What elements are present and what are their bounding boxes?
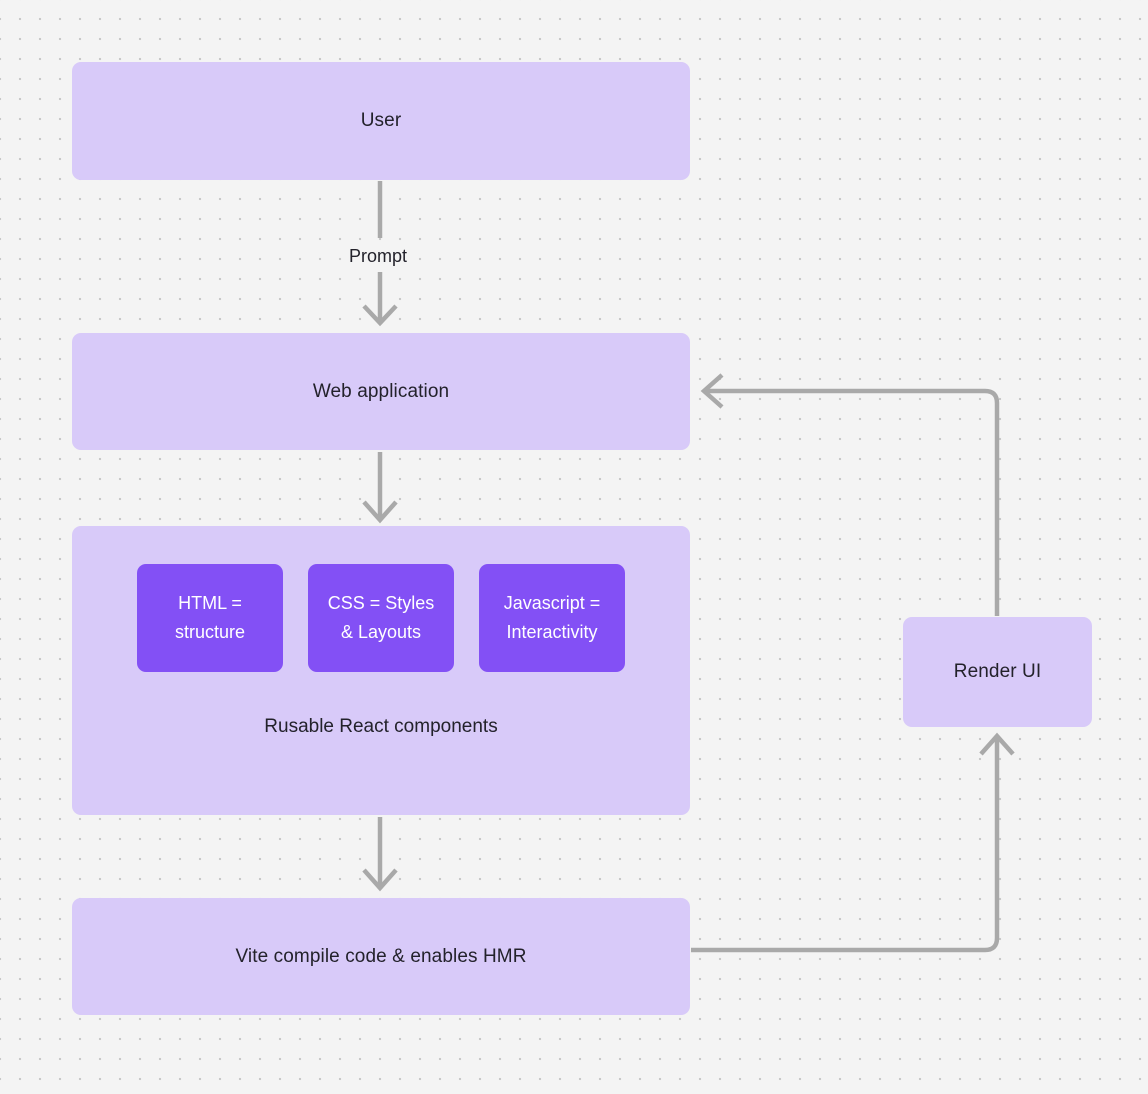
sub-node-javascript-label: Javascript = Interactivity xyxy=(504,589,601,647)
node-web-application-label: Web application xyxy=(312,380,450,402)
sub-node-javascript-line1: Javascript = xyxy=(503,593,601,614)
node-user-label: User xyxy=(360,110,402,132)
sub-node-css[interactable]: CSS = Styles & Layouts xyxy=(308,564,454,672)
node-web-application[interactable]: Web application xyxy=(72,333,690,450)
edge-reusable-to-vite xyxy=(362,817,398,892)
edge-label-prompt: Prompt xyxy=(344,245,413,268)
sub-node-javascript[interactable]: Javascript = Interactivity xyxy=(479,564,625,672)
node-user[interactable]: User xyxy=(72,62,690,180)
sub-node-html[interactable]: HTML = structure xyxy=(137,564,283,672)
node-reusable-react-components-label: Rusable React components xyxy=(264,716,498,737)
node-render-ui-label: Render UI xyxy=(953,661,1042,683)
sub-node-html-label: HTML = structure xyxy=(175,589,245,647)
edge-render-to-webapp xyxy=(700,373,1000,616)
edge-webapp-to-reusable xyxy=(362,452,398,524)
node-vite-compile[interactable]: Vite compile code & enables HMR xyxy=(72,898,690,1015)
sub-node-html-line2: structure xyxy=(174,622,246,642)
node-vite-compile-label: Vite compile code & enables HMR xyxy=(235,945,527,967)
sub-node-css-line2: & Layouts xyxy=(340,622,422,642)
edge-vite-to-render xyxy=(691,732,1015,953)
node-reusable-react-components[interactable]: HTML = structure CSS = Styles & Layouts … xyxy=(72,526,690,815)
sub-node-css-label: CSS = Styles & Layouts xyxy=(328,589,435,647)
node-render-ui[interactable]: Render UI xyxy=(903,617,1092,727)
sub-node-row: HTML = structure CSS = Styles & Layouts … xyxy=(72,564,690,672)
sub-node-html-line1: HTML = xyxy=(178,593,242,614)
sub-node-css-line1: CSS = Styles xyxy=(327,593,435,614)
sub-node-javascript-line2: Interactivity xyxy=(506,622,598,642)
